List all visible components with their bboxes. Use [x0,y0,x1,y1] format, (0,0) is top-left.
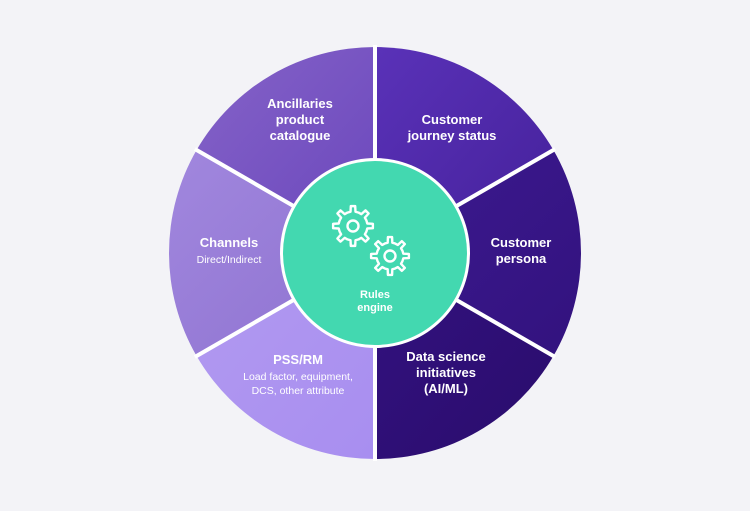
gears-icon [331,204,411,277]
segment-title-line: persona [496,251,547,266]
segment-channels [169,150,375,356]
segment-title-line: initiatives [416,365,476,380]
segment-title-line: product [276,112,325,127]
segment-title-line: Customer [422,112,483,127]
label-pss-rm: PSS/RM Load factor, equipment, DCS, other … [243,352,353,397]
segment-subtitle-line: Load factor, equipment, [243,371,353,383]
segment-subtitle-line: Direct/Indirect [197,254,262,266]
segment-title-line: (AI/ML) [424,381,468,396]
segment-title-line: Channels [200,235,259,250]
segment-title-line: Data science [406,349,486,364]
segment-customer-persona [375,150,581,356]
hub-label-line: Rules [360,289,390,301]
segment-subtitle-line: DCS, other attribute [252,385,345,397]
hub-label-line: engine [357,302,392,314]
segment-title-line: journey status [407,128,497,143]
segment-title-line: PSS/RM [273,352,323,367]
segment-title-line: catalogue [270,128,331,143]
segment-title-line: Ancillaries [267,96,333,111]
segment-title-line: Customer [491,235,552,250]
